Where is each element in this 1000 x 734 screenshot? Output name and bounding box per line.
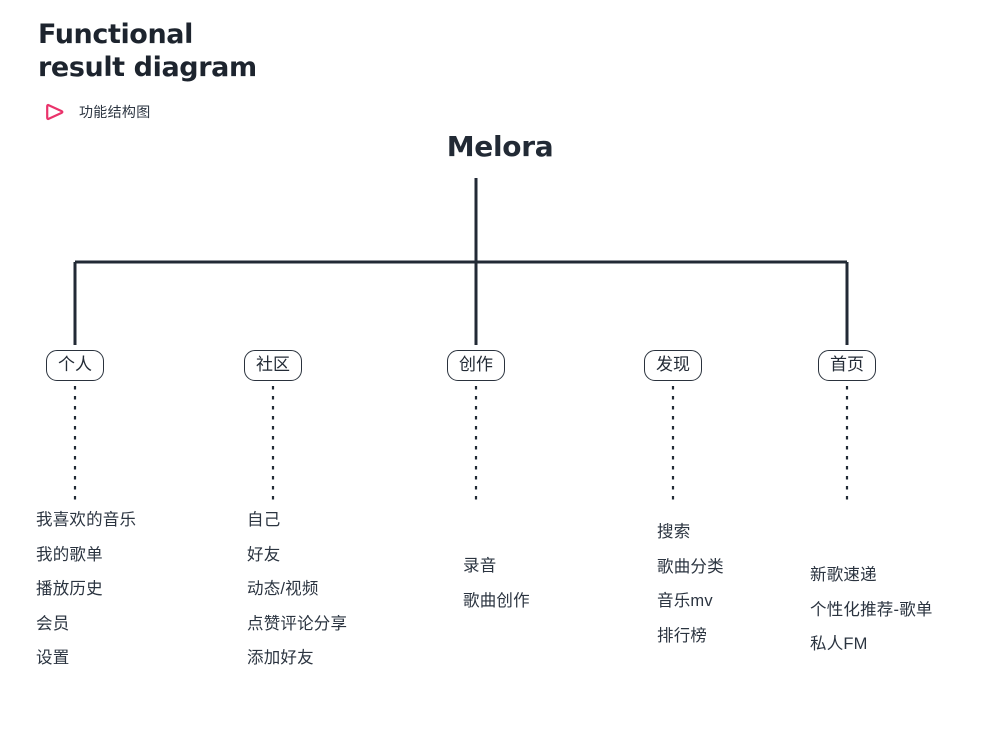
leaf-item[interactable]: 录音 [463,557,497,575]
leaf-item[interactable]: 歌曲创作 [463,591,530,610]
leaf-list-home: 新歌速递个性化推荐-歌单私人FM [810,567,933,653]
leaf-item[interactable]: 排行榜 [657,626,708,645]
leaf-item[interactable]: 个性化推荐-歌单 [810,600,933,619]
leaf-list-community: 自己好友动态/视频点赞评论分享添加好友 [247,512,347,667]
subtitle-row: 功能结构图 [44,101,458,123]
leaf-list-personal: 我喜欢的音乐我的歌单播放历史会员设置 [36,512,136,667]
leaf-item[interactable]: 自己 [247,511,281,529]
leaf-item[interactable]: 私人FM [810,635,868,653]
header: Functional result diagram 功能结构图 [38,18,458,123]
leaf-item[interactable]: 歌曲分类 [657,557,724,576]
leaf-item[interactable]: 会员 [36,614,70,633]
leaf-item[interactable]: 动态/视频 [247,580,319,598]
leaf-item[interactable]: 我的歌单 [36,545,103,564]
leaf-item[interactable]: 点赞评论分享 [247,614,348,633]
root-node-label: Melora [446,130,554,163]
leaf-item[interactable]: 设置 [36,649,70,667]
leaf-list-create: 录音歌曲创作 [463,558,530,609]
subtitle-label: 功能结构图 [79,103,151,120]
leaf-list-discover: 搜索歌曲分类音乐mv 排行榜 [657,524,724,644]
leaf-item[interactable]: 音乐mv [657,592,713,610]
leaf-item[interactable]: 播放历史 [36,580,103,598]
branch-node-personal[interactable]: 个人 [46,350,104,382]
leaf-item[interactable]: 搜索 [657,523,691,541]
leaf-item[interactable]: 好友 [247,545,281,564]
branch-node-discover[interactable]: 发现 [644,350,702,382]
page-title: Functional result diagram [38,19,257,84]
branch-node-community[interactable]: 社区 [244,350,302,382]
branch-node-home[interactable]: 首页 [818,350,876,382]
leaf-item[interactable]: 新歌速递 [810,566,877,584]
leaf-item[interactable]: 添加好友 [247,649,314,667]
leaf-item[interactable]: 我喜欢的音乐 [36,511,137,529]
branch-node-create[interactable]: 创作 [447,350,505,382]
play-triangle-icon [46,103,64,120]
